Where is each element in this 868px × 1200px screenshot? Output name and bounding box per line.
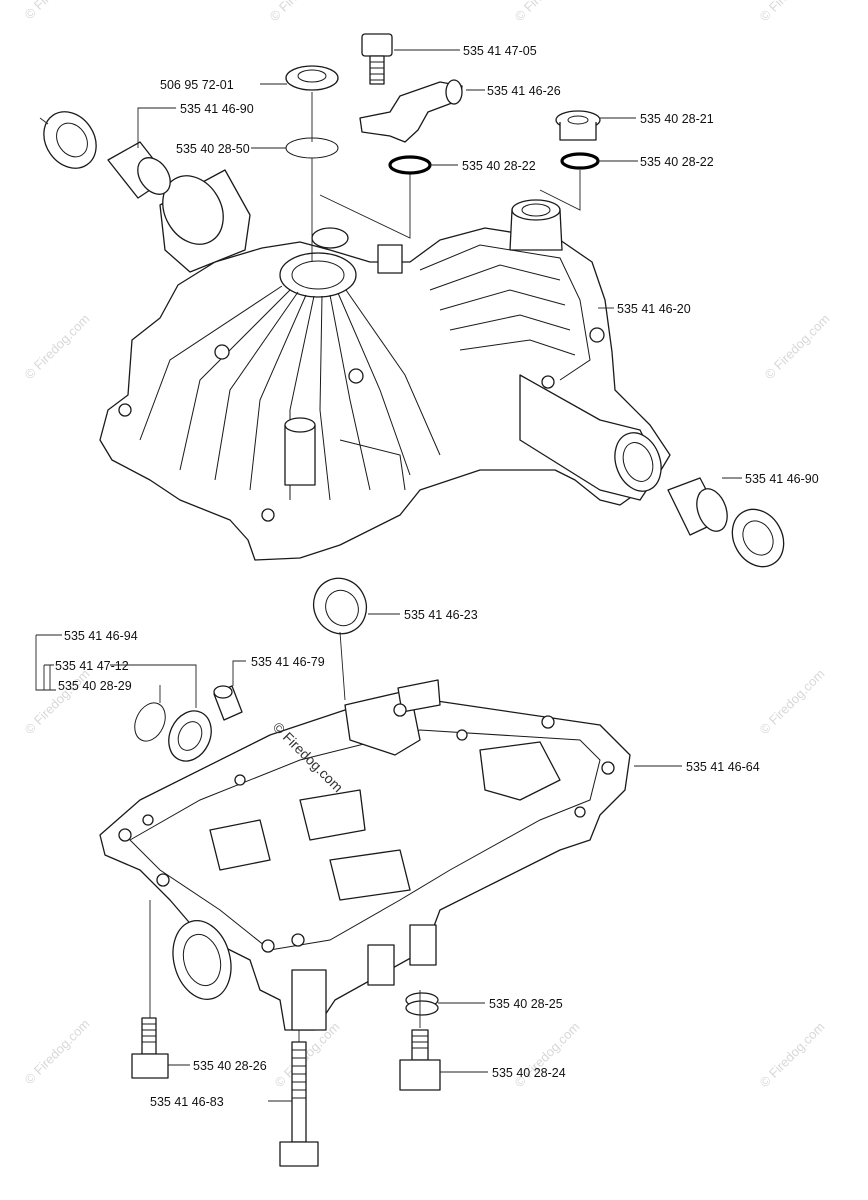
label-535-40-28-29: 535 40 28-29 — [58, 679, 132, 693]
watermark: © Firedog.com — [512, 0, 583, 24]
lower-parts — [131, 577, 441, 1167]
watermark: © Firedog.com — [267, 0, 338, 24]
seal-535-41-47-12 — [168, 710, 212, 762]
label-535-41-46-90-right: 535 41 46-90 — [745, 472, 819, 486]
label-535-41-46-26: 535 41 46-26 — [487, 84, 561, 98]
watermark: © Firedog.com — [757, 666, 828, 737]
seal-535-41-46-90-left — [43, 111, 97, 169]
label-535-40-28-24: 535 40 28-24 — [492, 1066, 566, 1080]
lower-housing — [99, 679, 631, 1031]
fitting-535-41-46-26 — [359, 81, 463, 143]
o-ring-535-40-28-29 — [134, 702, 166, 742]
seal-535-41-46-23 — [312, 577, 368, 635]
label-535-41-47-05: 535 41 47-05 — [463, 44, 537, 58]
label-535-40-28-25: 535 40 28-25 — [489, 997, 563, 1011]
label-535-40-28-21: 535 40 28-21 — [640, 112, 714, 126]
watermark: © Firedog.com — [22, 666, 93, 737]
bolt-535-41-47-05 — [361, 33, 393, 57]
label-535-41-46-94: 535 41 46-94 — [64, 629, 138, 643]
watermark: © Firedog.com — [22, 0, 93, 22]
bolt-535-41-46-83 — [291, 1041, 307, 1143]
label-535-41-46-20: 535 41 46-20 — [617, 302, 691, 316]
bolt-535-40-28-24 — [411, 1029, 429, 1061]
seal-535-41-46-90-right — [731, 508, 785, 568]
label-535-41-46-64: 535 41 46-64 — [686, 760, 760, 774]
o-ring-535-40-28-22-b — [560, 152, 600, 170]
label-535-41-46-90-top: 535 41 46-90 — [180, 102, 254, 116]
label-535-40-28-22-b: 535 40 28-22 — [640, 155, 714, 169]
label-535-40-28-22-a: 535 40 28-22 — [462, 159, 536, 173]
label-535-41-47-12: 535 41 47-12 — [55, 659, 129, 673]
label-535-41-46-79: 535 41 46-79 — [251, 655, 325, 669]
washer-506-95-72-01 — [285, 65, 339, 91]
watermark: © Firedog.com — [22, 311, 93, 382]
watermark: © Firedog.com — [757, 0, 828, 24]
watermark: © Firedog.com — [22, 1016, 93, 1087]
watermark: © Firedog.com — [757, 1019, 828, 1090]
label-535-40-28-50: 535 40 28-50 — [176, 142, 250, 156]
o-ring-535-40-28-22-a — [388, 155, 432, 175]
leader-lines — [35, 49, 742, 1102]
label-506-95-72-01: 506 95 72-01 — [160, 78, 234, 92]
upper-housing — [99, 169, 671, 561]
watermark: © Firedog.com — [762, 311, 833, 382]
label-535-41-46-23: 535 41 46-23 — [404, 608, 478, 622]
part-labels: 535 41 47-05 506 95 72-01 535 41 46-26 5… — [55, 44, 819, 1109]
label-535-41-46-83: 535 41 46-83 — [150, 1095, 224, 1109]
label-535-40-28-26: 535 40 28-26 — [193, 1059, 267, 1073]
upper-parts — [39, 33, 785, 568]
